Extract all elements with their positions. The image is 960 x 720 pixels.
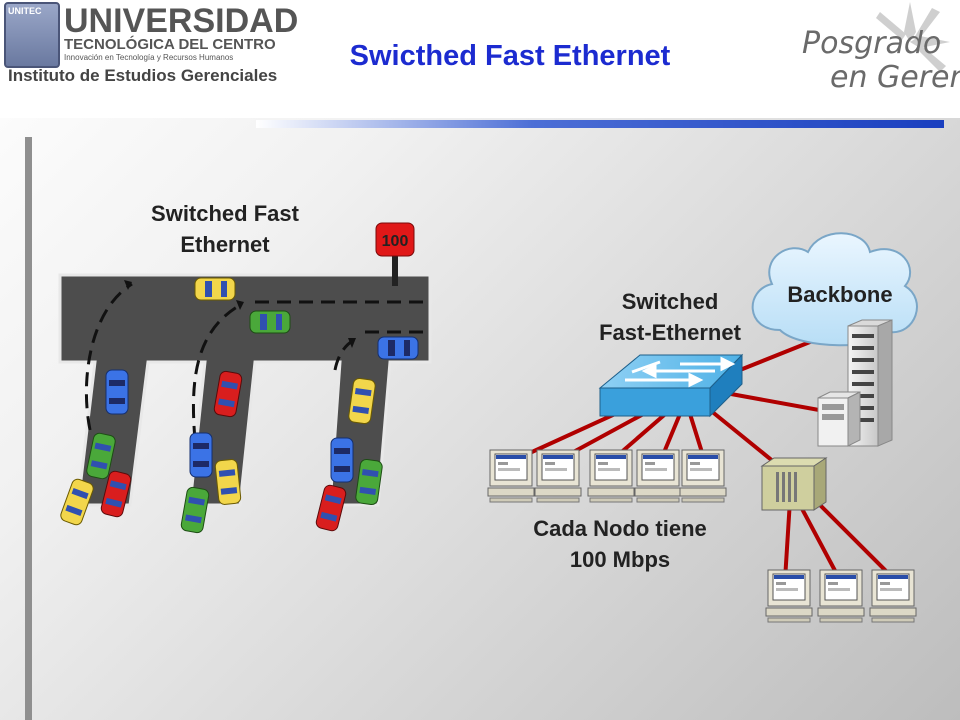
car: [213, 370, 243, 418]
car: [60, 478, 94, 526]
road-label: Switched Fast Ethernet: [110, 198, 340, 260]
accent-bar: [256, 120, 944, 128]
slide-title: Swicthed Fast Ethernet: [349, 40, 671, 72]
left-rule: [25, 137, 32, 720]
hub-icon: [760, 457, 828, 511]
logo-line-4: Instituto de Estudios Gerenciales: [8, 66, 278, 85]
speed-sign-text: 100: [382, 233, 409, 250]
switch-label-line-1: Switched: [621, 289, 719, 314]
arrowheads: [124, 280, 356, 348]
car: [189, 432, 213, 478]
speed-sign: 100: [375, 222, 415, 286]
backbone-label: Backbone: [770, 279, 910, 310]
sunburst-icon: [876, 2, 950, 72]
logo-badge: UNITEC: [8, 6, 42, 16]
logo-line-1: UNIVERSIDAD: [64, 2, 299, 40]
car: [330, 437, 354, 483]
road-label-line-1: Switched Fast: [151, 201, 299, 226]
nodes-label-line-2: 100 Mbps: [569, 547, 671, 572]
car: [315, 484, 347, 532]
car: [105, 369, 129, 415]
posgrado-line-1: Posgrado: [802, 26, 942, 61]
computer-icon: [869, 569, 917, 623]
car: [249, 310, 291, 334]
road-label-line-2: Ethernet: [180, 232, 270, 257]
network-switch-icon: [598, 353, 744, 418]
computer-icon: [534, 449, 582, 503]
logo-line-2: TECNOLÓGICA DEL CENTRO: [64, 36, 276, 53]
car: [180, 486, 210, 534]
posgrado-logo: Posgrado en Gerencia: [790, 2, 960, 108]
car: [86, 432, 116, 480]
computer-icon: [679, 449, 727, 503]
car: [348, 377, 376, 425]
car: [100, 470, 132, 518]
seal-icon: UNITEC: [4, 2, 60, 68]
switch-label-line-2: Fast-Ethernet: [599, 320, 741, 345]
computer-icon: [765, 569, 813, 623]
network-cables: [509, 328, 897, 582]
server-tower-icon: [817, 391, 861, 447]
backbone-label-text: Backbone: [787, 282, 893, 307]
nodes-label-line-1: Cada Nodo tiene: [533, 516, 707, 541]
car: [214, 459, 242, 505]
logo-line-3: Innovación en Tecnología y Recursos Huma…: [64, 53, 234, 62]
computer-icon: [634, 449, 682, 503]
computer-icon: [817, 569, 865, 623]
car: [355, 458, 383, 506]
nodes-label: Cada Nodo tiene 100 Mbps: [500, 513, 740, 575]
computers: [487, 449, 917, 623]
computer-icon: [587, 449, 635, 503]
computer-icon: [487, 449, 535, 503]
header: [0, 0, 960, 118]
switch-label: Switched Fast-Ethernet: [560, 286, 780, 348]
car: [194, 277, 236, 301]
universidad-logo: UNITEC UNIVERSIDAD TECNOLÓGICA DEL CENTR…: [4, 2, 298, 94]
posgrado-line-2: en Gerencia: [830, 60, 960, 95]
car: [377, 336, 419, 360]
